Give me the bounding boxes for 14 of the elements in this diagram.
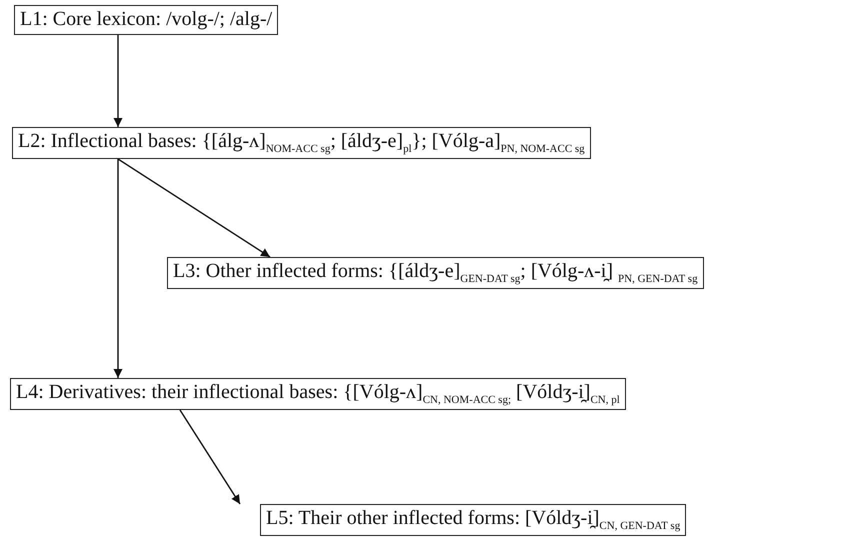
arrow <box>179 410 241 504</box>
level-text: L1: Core lexicon: /volg-/; /alg-/ <box>20 8 272 30</box>
arrow <box>114 35 122 127</box>
arrow <box>118 158 270 258</box>
level-text: L2: Inflectional bases: {[álg-ʌ]$_{NOM-ACC sg}$; [áldʒ-e]$_{pl}$}; [Vólg-a]$_{PN, NOM-ACC sg}$ <box>18 130 585 152</box>
level-box <box>10 378 626 410</box>
level-box <box>167 257 704 289</box>
level-text: L3: Other inflected forms: {[áldʒ-e]$_{GEN-DAT sg}$; [Vólg-ʌ-i̯] $_{PN, GEN-DAT sg}$ <box>173 260 698 282</box>
level-text: L4: Derivatives: their inflectional bases: {[Vólg-ʌ]$_{CN, NOM-ACC sg;}$ [Vóldʒ-i̯]$_{CN, pl}$ <box>16 381 620 403</box>
level-box <box>260 504 686 536</box>
level-box <box>14 5 278 35</box>
level-box <box>12 127 591 159</box>
arrow <box>114 159 122 378</box>
level-text: L5: Their other inflected forms: [Vóldʒ-i̯]$_{CN, GEN-DAT sg}$ <box>266 507 680 529</box>
